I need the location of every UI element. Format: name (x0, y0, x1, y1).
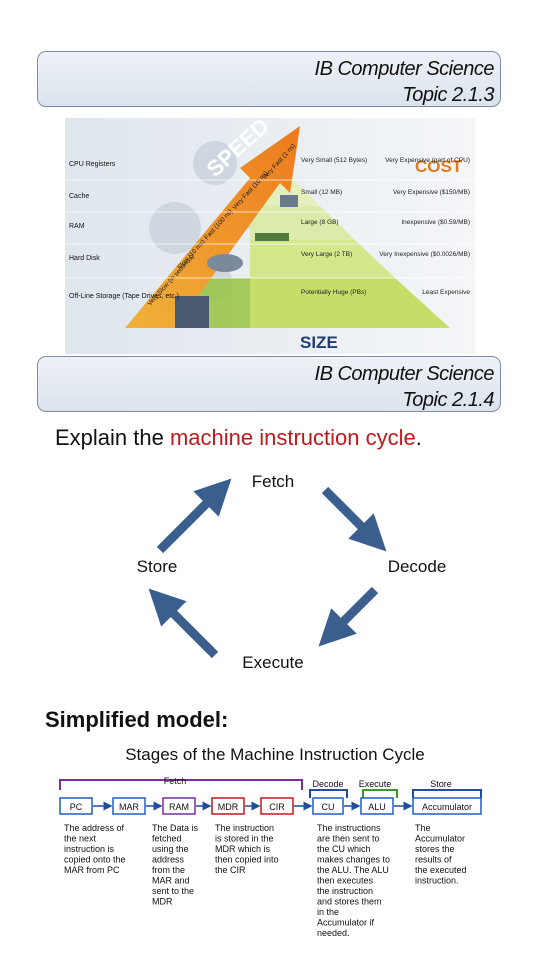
stage-box (412, 797, 482, 815)
group-fetch: Fetch (164, 776, 187, 786)
stage-box-label: CIR (269, 802, 285, 812)
server-icon (175, 296, 209, 328)
stage-box (211, 797, 245, 815)
group-execute: Execute (359, 779, 392, 789)
banner-topic: Topic 2.1.4 (402, 389, 494, 411)
level-name: CPU Registers (69, 161, 116, 168)
store-label: Store (137, 557, 178, 576)
level-name: Off-Line Storage (Tape Drives, etc.) (69, 293, 179, 300)
ram-icon (255, 233, 289, 241)
execute-label: Execute (242, 653, 303, 672)
question-heading: Explain the machine instruction cycle. (55, 425, 422, 451)
level-cost: Inexpensive ($0.59/MB) (401, 219, 470, 226)
topic-banner-1: IB Computer Science Topic 2.1.3 (37, 51, 501, 107)
stage-box (260, 797, 294, 815)
chip-icon (280, 195, 298, 207)
banner-title: IB Computer Science (314, 363, 495, 385)
arrow-decode-to-execute (318, 586, 379, 647)
decode-label: Decode (388, 557, 447, 576)
level-name: Cache (69, 193, 89, 200)
stage-box-label: MDR (218, 802, 239, 812)
simplified-model-label: Simplified model: (45, 707, 229, 732)
stage-box-label: PC (70, 802, 83, 812)
arrow-store-to-fetch (156, 478, 232, 554)
stage-box-label: ALU (368, 802, 386, 812)
stage-box-label: CU (322, 802, 335, 812)
hard-disk-icon (207, 254, 243, 272)
banner-title: IB Computer Science (314, 58, 495, 80)
stage-box-label: RAM (169, 802, 189, 812)
topic-banner-2: IB Computer Science Topic 2.1.4 (37, 356, 501, 412)
arrow-execute-to-store (148, 588, 219, 659)
stage-box (312, 797, 344, 815)
stage-box (59, 797, 93, 815)
level-name: Hard Disk (69, 255, 100, 262)
size-label: SIZE (300, 333, 338, 352)
fetch-label: Fetch (252, 472, 295, 491)
heading-highlight: machine instruction cycle (169, 425, 416, 450)
level-size: Very Large (2 TB) (301, 251, 352, 258)
heading-suffix: . (415, 425, 422, 450)
banner-topic: Topic 2.1.3 (402, 84, 494, 106)
level-name: RAM (69, 223, 85, 230)
cost-label: COST (415, 157, 463, 176)
arrow-fetch-to-decode (321, 486, 387, 552)
level-size: Large (8 GB) (301, 219, 339, 226)
level-cost: Very Expensive ($150/MB) (393, 189, 470, 196)
stage-box-label: MAR (119, 802, 140, 812)
level-cost: Least Expensive (422, 289, 470, 296)
instruction-cycle-diagram: Fetch Decode Execute Store (137, 472, 447, 672)
stage-box (360, 797, 394, 815)
level-size: Potentially Huge (PBs) (301, 289, 366, 296)
level-size: Very Small (512 Bytes) (301, 157, 367, 164)
stage-box (112, 797, 146, 815)
group-decode: Decode (312, 779, 343, 789)
group-store: Store (430, 779, 452, 789)
stages-model-diagram: Stages of the Machine Instruction Cycle … (59, 745, 482, 938)
level-size: Small (12 MB) (301, 189, 342, 196)
stage-box (162, 797, 196, 815)
heading-prefix: Explain the (55, 425, 170, 450)
level-cost: Very Inexpensive ($0.0026/MB) (379, 251, 470, 258)
model-title: Stages of the Machine Instruction Cycle (125, 745, 425, 764)
stage-box-label: Accumulator (422, 802, 472, 812)
level-cost: Very Expensive (part of CPU) (385, 157, 470, 164)
